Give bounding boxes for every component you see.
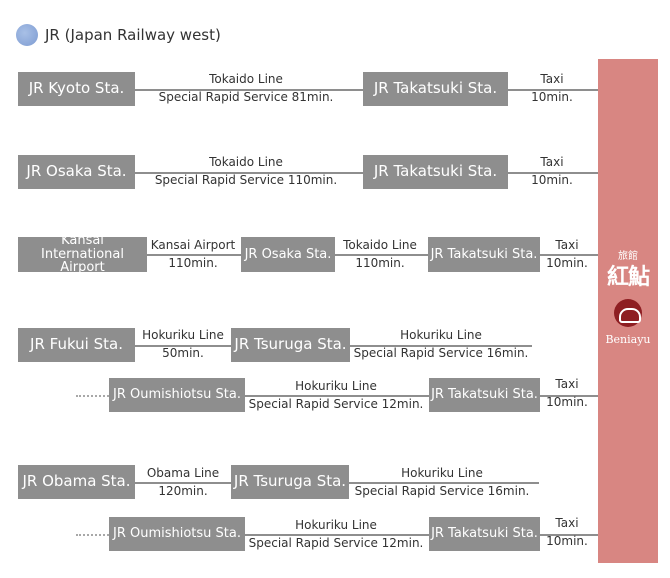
station-takatsuki: JR Takatsuki Sta. [428, 237, 540, 272]
route-line [245, 534, 429, 536]
ryokan-name-en: Beniayu [605, 333, 651, 346]
route-line [335, 254, 428, 256]
route-line [540, 395, 598, 397]
station-kyoto: JR Kyoto Sta. [18, 72, 135, 106]
route-line [540, 534, 598, 536]
route-line [147, 254, 241, 256]
destination-ryokan: 旅館 紅鮎 Beniayu [598, 59, 658, 563]
station-oumishiotsu: JR Oumishiotsu Sta. [109, 378, 245, 412]
station-fukui: JR Fukui Sta. [18, 328, 135, 362]
station-takatsuki: JR Takatsuki Sta. [363, 155, 508, 189]
station-tsuruga: JR Tsuruga Sta. [231, 465, 349, 499]
station-osaka: JR Osaka Sta. [241, 237, 335, 272]
ryokan-logo-icon [614, 299, 642, 327]
station-takatsuki: JR Takatsuki Sta. [363, 72, 508, 106]
route-line [135, 482, 231, 484]
section-header: JR (Japan Railway west) [16, 23, 221, 47]
station-takatsuki: JR Takatsuki Sta. [429, 517, 540, 551]
station-oumishiotsu: JR Oumishiotsu Sta. [109, 517, 245, 551]
ryokan-name: 紅鮎 [606, 264, 650, 290]
station-takatsuki: JR Takatsuki Sta. [429, 378, 540, 412]
ryokan-type: 旅館 [618, 251, 638, 262]
route-line [350, 345, 532, 347]
route-line [508, 89, 598, 91]
route-line [135, 89, 363, 91]
section-title: JR (Japan Railway west) [45, 26, 221, 44]
route-line [540, 254, 598, 256]
bullet-icon [16, 24, 38, 46]
station-osaka: JR Osaka Sta. [18, 155, 135, 189]
station-tsuruga: JR Tsuruga Sta. [231, 328, 350, 362]
continuation-dots [76, 395, 109, 397]
route-line [349, 482, 539, 484]
route-line [508, 172, 598, 174]
route-line [245, 395, 429, 397]
station-kansai-airport: Kansai International Airport [18, 234, 147, 275]
station-obama: JR Obama Sta. [18, 465, 135, 499]
route-line [135, 172, 363, 174]
route-line [135, 345, 231, 347]
continuation-dots [76, 534, 109, 536]
